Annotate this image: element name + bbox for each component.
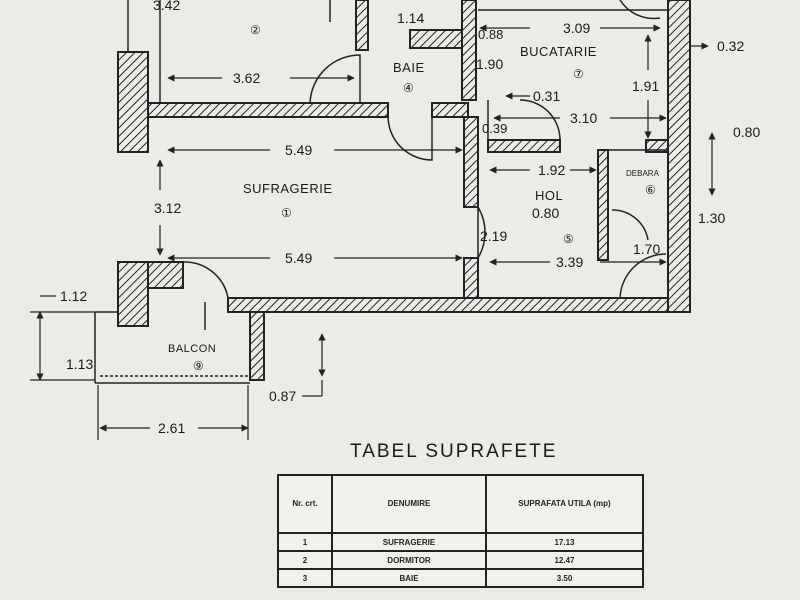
row-nr: 3 — [277, 568, 333, 588]
wall-left — [117, 51, 149, 153]
dim-label: 3.39 — [556, 254, 583, 270]
wall-bottom-left — [227, 297, 669, 313]
baie-label: BAIE — [393, 60, 425, 75]
wall-sufragerie-right — [463, 116, 479, 208]
hol-number: ⑤ — [563, 232, 574, 246]
row-area: 3.50 — [485, 568, 644, 588]
wall-kitchen-hol-right — [645, 139, 669, 153]
table-title: TABEL SUPRAFETE — [350, 441, 558, 462]
dim-label: 1.92 — [538, 162, 565, 178]
dim-label: 1.14 — [397, 10, 424, 26]
wall-baie-bottom — [431, 102, 469, 118]
balcon-number: ⑨ — [193, 359, 204, 373]
dim-label: 2.19 — [480, 228, 507, 244]
dim-label: 2.61 — [158, 420, 185, 436]
wall-dormitor-right — [355, 0, 369, 51]
header-denumire: DENUMIRE — [331, 474, 487, 534]
dim-label: 0.80 — [733, 124, 760, 140]
wall-right — [667, 0, 691, 313]
dim-label: 1.30 — [698, 210, 725, 226]
baie-number: ④ — [403, 81, 414, 95]
wall-kitchen-top — [461, 0, 477, 101]
dim-label: 1.12 — [60, 288, 87, 304]
dim-label: 3.10 — [570, 110, 597, 126]
wall-baie-top — [409, 29, 463, 49]
row-name: BAIE — [331, 568, 487, 588]
dim-label: 3.12 — [154, 200, 181, 216]
dim-label: 0.31 — [533, 88, 560, 104]
dim-label: 0.88 — [478, 27, 503, 42]
table-row: 1 SUFRAGERIE 17.13 — [277, 532, 644, 552]
interior-lines — [94, 0, 668, 384]
row-nr: 1 — [277, 532, 333, 552]
wall-debara — [597, 149, 609, 261]
wall-dormitor-sufragerie — [147, 102, 389, 118]
wall-balcony-right — [249, 311, 265, 381]
header-suprafata: SUPRAFATA UTILA (mp) — [485, 474, 644, 534]
row-nr: 2 — [277, 550, 333, 570]
table-header-row: Nr. crt. DENUMIRE SUPRAFATA UTILA (mp) — [277, 474, 644, 534]
wall-left-lower — [117, 261, 149, 327]
wall-balcony-corner — [147, 261, 184, 289]
dim-label: 0.39 — [482, 121, 507, 136]
dim-label: 3.62 — [233, 70, 260, 86]
dim-label: 3.42 — [153, 0, 180, 13]
row-area: 17.13 — [485, 532, 644, 552]
dim-label: 0.32 — [717, 38, 744, 54]
dim-label: 1.70 — [633, 241, 660, 257]
dim-label: 5.49 — [285, 250, 312, 266]
row-name: SUFRAGERIE — [331, 532, 487, 552]
door-swings — [182, 0, 667, 299]
dimension-lines — [30, 24, 716, 440]
table-row: 3 BAIE 3.50 — [277, 568, 644, 588]
hol-label: HOL — [535, 188, 563, 203]
dim-label: 1.91 — [632, 78, 659, 94]
debara-label: DEBARA — [626, 169, 660, 178]
sufragerie-number: ① — [281, 206, 292, 220]
bucatarie-label: BUCATARIE — [520, 44, 597, 59]
row-area: 12.47 — [485, 550, 644, 570]
dim-label: 0.87 — [269, 388, 296, 404]
table-row: 2 DORMITOR 12.47 — [277, 550, 644, 570]
dormitor-number: ② — [250, 23, 261, 37]
balcon-label: BALCON — [168, 343, 216, 355]
header-nr: Nr. crt. — [277, 474, 333, 534]
dim-label: 3.09 — [563, 20, 590, 36]
dim-label: 1.13 — [66, 356, 93, 372]
wall-kitchen-hol — [487, 139, 561, 153]
bucatarie-number: ⑦ — [573, 67, 584, 81]
row-name: DORMITOR — [331, 550, 487, 570]
debara-number: ⑥ — [645, 183, 656, 197]
dim-label: 5.49 — [285, 142, 312, 158]
wall-sufragerie-right-lower — [463, 257, 479, 299]
area-table: Nr. crt. DENUMIRE SUPRAFATA UTILA (mp) 1… — [277, 474, 644, 588]
dim-label: 1.90 — [476, 56, 503, 72]
walls — [117, 0, 691, 381]
sufragerie-label: SUFRAGERIE — [243, 181, 333, 196]
dim-label: 0.80 — [532, 205, 559, 221]
